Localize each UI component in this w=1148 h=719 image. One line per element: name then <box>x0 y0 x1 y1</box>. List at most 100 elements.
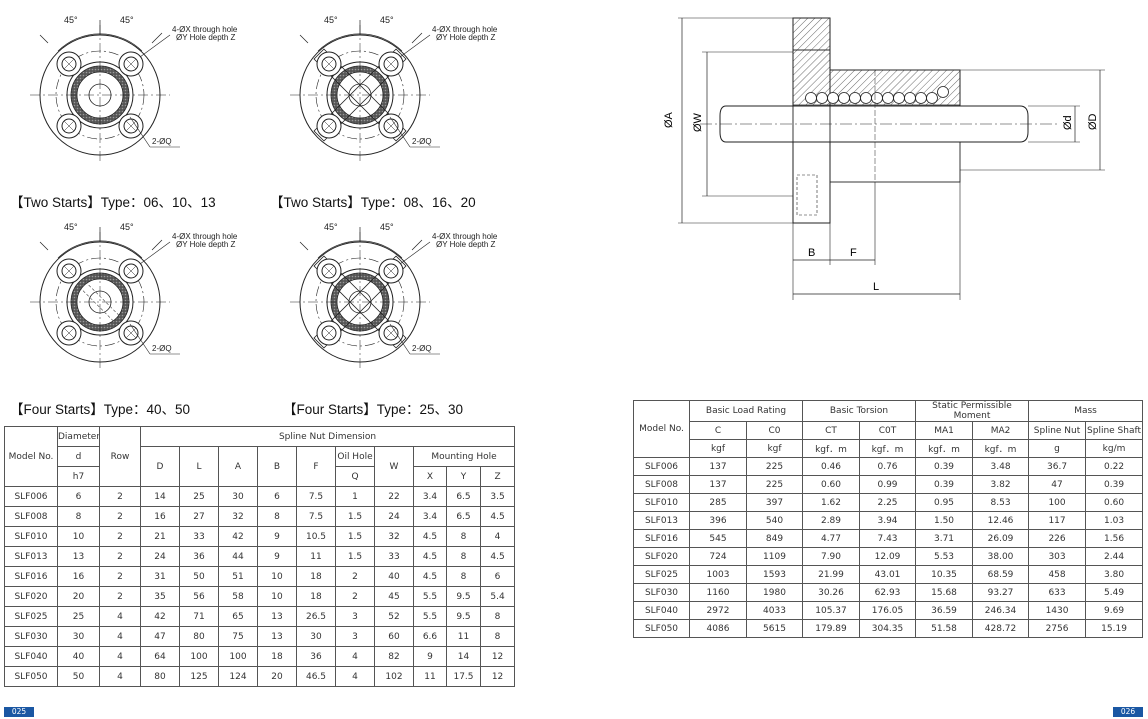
table-cell: 6.6 <box>413 626 447 647</box>
table-cell: 4.5 <box>479 506 516 527</box>
unit-kgf-m: kgf．m <box>972 439 1030 458</box>
table-cell: 6 <box>257 486 297 507</box>
col-nut-dimension: Spline Nut Dimension <box>139 426 516 447</box>
page-number-left: 025 <box>4 707 34 717</box>
table-cell: 8 <box>479 606 516 627</box>
table-cell: 2 <box>335 586 375 607</box>
table-cell: 3.5 <box>479 486 516 507</box>
table-cell: 7.90 <box>802 547 860 566</box>
table-cell: 3 <box>335 626 375 647</box>
table-cell: 13 <box>257 606 297 627</box>
table-cell: 0.76 <box>858 457 917 476</box>
table-cell: 30 <box>218 486 258 507</box>
table-cell: 3.4 <box>413 506 447 527</box>
table-cell: 540 <box>746 511 803 530</box>
table-cell: 1.50 <box>915 511 974 530</box>
table-cell: 0.95 <box>915 493 974 512</box>
table-cell: 3.48 <box>972 457 1030 476</box>
table-cell: 9 <box>257 546 297 567</box>
hole-label-1: 4-ØX through hole <box>172 232 238 241</box>
table-cell: 1.5 <box>335 506 375 527</box>
table-cell: 10 <box>57 526 100 547</box>
dim-label-W: ØW <box>692 112 704 132</box>
table-cell: 176.05 <box>858 601 917 620</box>
table-cell: 0.60 <box>1085 493 1144 512</box>
table-cell: 16 <box>57 566 100 587</box>
table-cell: 4.77 <box>802 529 860 548</box>
model-cell: SLF030 <box>4 626 58 647</box>
col-Z: Z <box>479 466 516 487</box>
oil-hole-label: 2-ØQ <box>412 344 432 353</box>
table-cell: 11 <box>296 546 336 567</box>
table-cell: 4 <box>99 666 141 687</box>
col-diameter: Diameter <box>57 426 100 447</box>
table-cell: 36 <box>296 646 336 667</box>
unit-g: g <box>1028 439 1087 458</box>
table-cell: 9 <box>413 646 447 667</box>
table-cell: 60 <box>374 626 414 647</box>
table-cell: 428.72 <box>972 619 1030 638</box>
model-cell: SLF030 <box>633 583 690 602</box>
table-cell: 93.27 <box>972 583 1030 602</box>
spline-nut-section-diagram: ØA ØW Ød ØD B F L <box>663 17 1105 300</box>
table-cell: 3.4 <box>413 486 447 507</box>
angle-label: 45° <box>120 222 134 232</box>
table-cell: 62.93 <box>858 583 917 602</box>
table-cell: 1.62 <box>802 493 860 512</box>
table-cell: 303 <box>1028 547 1087 566</box>
col-C0T: C0T <box>858 421 917 440</box>
table-cell: 458 <box>1028 565 1087 584</box>
table-cell: 4.5 <box>413 526 447 547</box>
table-cell: 0.60 <box>802 475 860 494</box>
unit-kg-m: kg/m <box>1085 439 1144 458</box>
table-cell: 397 <box>746 493 803 512</box>
table-cell: 2 <box>99 586 141 607</box>
table-cell: 2972 <box>689 601 747 620</box>
table-cell: 3.71 <box>915 529 974 548</box>
oil-hole-label: 2-ØQ <box>412 137 432 146</box>
table-cell: 246.34 <box>972 601 1030 620</box>
hole-label-2: ØY Hole depth Z <box>436 240 496 249</box>
table-cell: 0.39 <box>915 475 974 494</box>
table-cell: 2756 <box>1028 619 1087 638</box>
table-cell: 40 <box>374 566 414 587</box>
col-basic-load-rating: Basic Load Rating <box>689 400 803 422</box>
table-cell: 102 <box>374 666 414 687</box>
col-model: Model No. <box>633 400 690 458</box>
table-cell: 20 <box>57 586 100 607</box>
table-cell: 12.46 <box>972 511 1030 530</box>
table-cell: 8 <box>257 506 297 527</box>
table-cell: 225 <box>746 475 803 494</box>
model-cell: SLF013 <box>4 546 58 567</box>
table-cell: 6.5 <box>446 486 481 507</box>
table-cell: 42 <box>218 526 258 547</box>
table-cell: 4 <box>335 646 375 667</box>
caption-two-starts-a: 【Two Starts】Type：06、10、13 <box>10 195 216 210</box>
table-cell: 2 <box>99 566 141 587</box>
table-cell: 64 <box>140 646 180 667</box>
table-cell: 4.5 <box>479 546 516 567</box>
table-cell: 9 <box>257 526 297 547</box>
table-cell: 117 <box>1028 511 1087 530</box>
table-cell: 1003 <box>689 565 747 584</box>
table-cell: 38.00 <box>972 547 1030 566</box>
table-cell: 18 <box>296 566 336 587</box>
table-cell: 1.5 <box>335 526 375 547</box>
caption-two-starts-b: 【Two Starts】Type：08、16、20 <box>270 195 476 210</box>
table-cell: 16 <box>140 506 180 527</box>
table-cell: 26.5 <box>296 606 336 627</box>
table-cell: 31 <box>140 566 180 587</box>
table-cell: 35 <box>140 586 180 607</box>
model-cell: SLF040 <box>633 601 690 620</box>
table-cell: 27 <box>179 506 219 527</box>
table-cell: 4 <box>479 526 516 547</box>
table-cell: 10.35 <box>915 565 974 584</box>
